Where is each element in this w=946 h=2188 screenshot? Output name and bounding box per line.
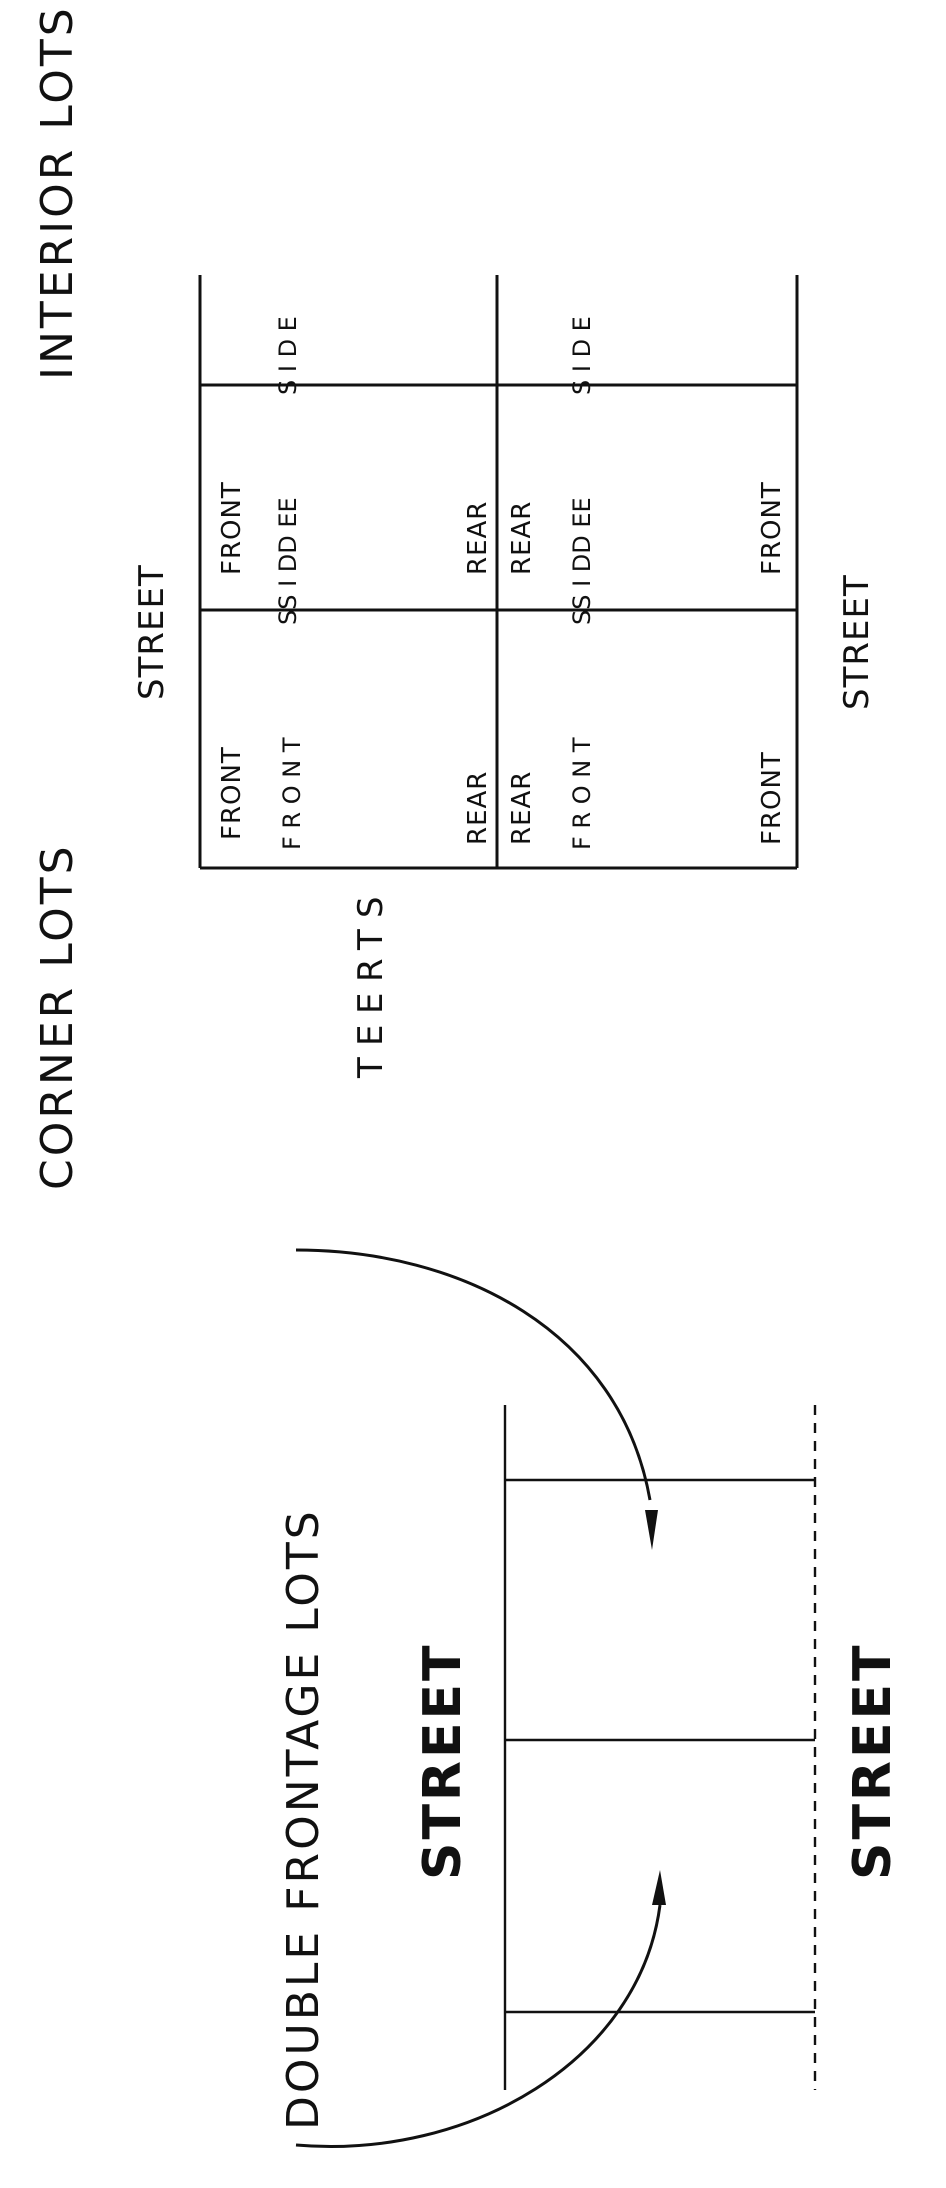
lot-a1-rear: REAR xyxy=(463,501,493,575)
interior-lots-heading: INTERIOR LOTS xyxy=(32,5,83,380)
street-label-bottom: STREET xyxy=(837,574,877,710)
side-b-mid: SS I DD EE xyxy=(568,497,596,625)
street-letter-s: S xyxy=(351,895,391,918)
side-b-top: S I D E xyxy=(568,316,596,395)
df-street-top: STREET xyxy=(413,1643,473,1880)
lot-a1-front: FRONT xyxy=(217,481,247,575)
side-a-top: S I D E xyxy=(274,316,302,395)
lot-a2-rear: REAR xyxy=(463,771,493,845)
street-letter-t2: T xyxy=(351,1056,391,1079)
side-labels: S I D E SS I DD EE S I D E SS I DD EE xyxy=(274,316,596,625)
street-letter-t: T xyxy=(351,928,391,951)
lot-b2-rear: REAR xyxy=(507,771,537,845)
df-street-bottom: STREET xyxy=(843,1643,903,1880)
arrow-curve-1 xyxy=(295,1248,652,1501)
arrow-curve-2 xyxy=(295,1904,662,2148)
lot-b1-rear: REAR xyxy=(507,501,537,575)
lot-block-grid xyxy=(198,275,799,870)
street-letter-r: R xyxy=(351,957,391,982)
street-label-right-vertical: S T R E E T xyxy=(351,895,391,1079)
street-label-top: STREET xyxy=(132,564,172,700)
lot-b1-front: FRONT xyxy=(757,481,787,575)
corner-lots-heading: CORNER LOTS xyxy=(32,843,83,1190)
arrow-head-2 xyxy=(652,1870,666,1905)
side-a-mid: SS I DD EE xyxy=(274,497,302,625)
lot-b2-front-side: F R O N T xyxy=(568,737,596,850)
double-frontage-heading: DOUBLE FRONTAGE LOTS xyxy=(278,1508,329,2130)
arrow-head-1 xyxy=(645,1510,658,1550)
street-letter-e1: E xyxy=(351,992,391,1014)
lot-a2-front-side: F R O N T xyxy=(278,737,306,850)
lot-a2-front: FRONT xyxy=(217,746,247,840)
double-frontage-block xyxy=(503,1405,817,2090)
lot-b2-front: FRONT xyxy=(757,751,787,845)
street-letter-e2: E xyxy=(351,1024,391,1046)
